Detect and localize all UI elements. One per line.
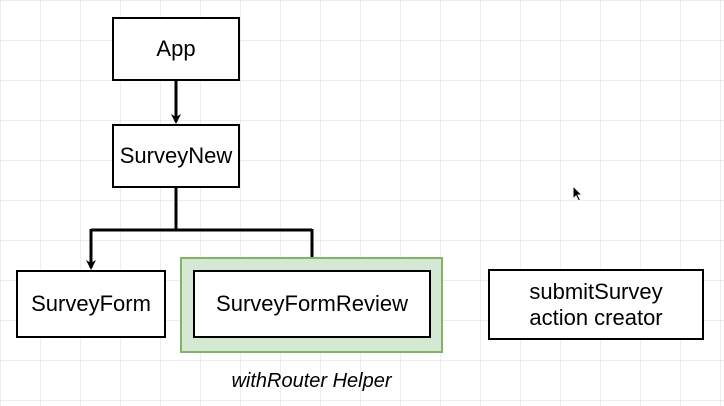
surveynew-node-label: SurveyNew [119,143,233,169]
withrouter-caption: withRouter Helper [231,370,392,392]
mouse-pointer-icon [572,185,584,202]
app-node[interactable]: App [112,17,240,81]
submitsurvey-node[interactable]: submitSurvey action creator [488,269,704,340]
surveyformreview-node-label: SurveyFormReview [216,291,408,317]
surveynew-node[interactable]: SurveyNew [112,124,240,188]
submitsurvey-node-label: submitSurvey action creator [529,279,663,330]
surveyform-node[interactable]: SurveyForm [16,270,166,338]
app-node-label: App [156,36,196,62]
surveyform-node-label: SurveyForm [31,291,151,317]
surveyformreview-node[interactable]: SurveyFormReview [193,270,431,338]
